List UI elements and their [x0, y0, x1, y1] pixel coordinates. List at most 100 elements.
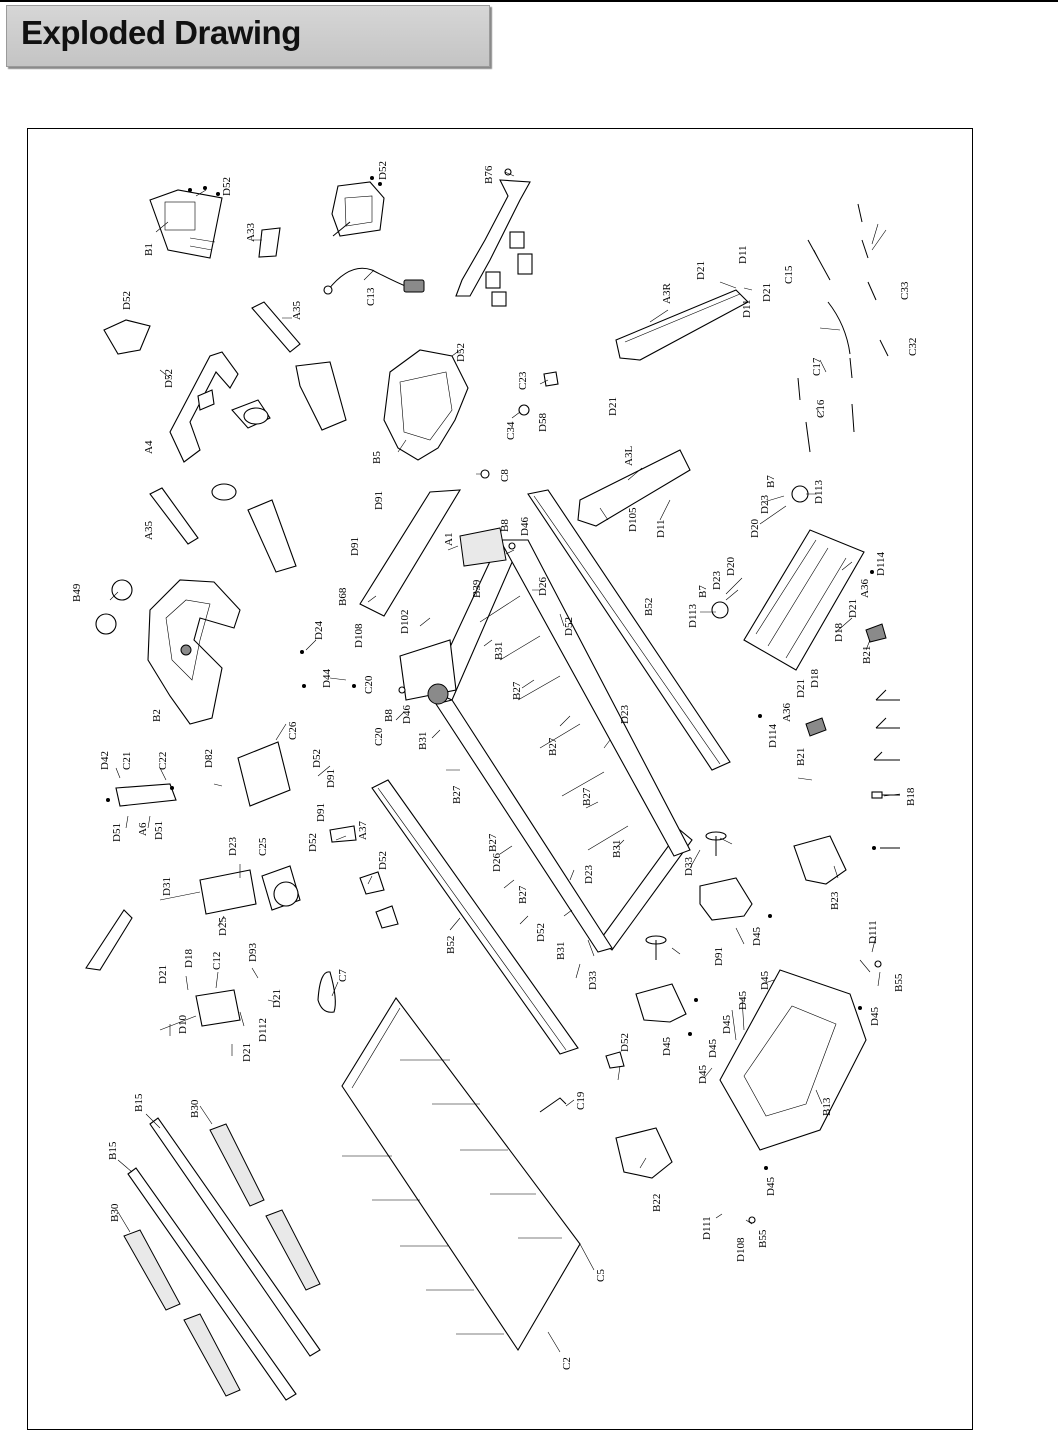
label-d45-5: D45 [721, 1015, 733, 1034]
label-a6: A6 [137, 822, 149, 836]
overlay-a33 [258, 227, 281, 258]
bracket-b21-upper [865, 623, 887, 643]
upright-a4 [169, 351, 271, 463]
label-b5: B5 [371, 451, 383, 464]
label-d52-11: D52 [619, 1033, 631, 1052]
label-b30-2: B30 [109, 1203, 121, 1222]
label-d91-3: D91 [325, 769, 337, 788]
clip-d52-b [375, 905, 399, 929]
label-d45-4: D45 [869, 1007, 881, 1026]
label-d21-4: D21 [847, 599, 859, 618]
label-d111-2: D111 [701, 1216, 713, 1240]
label-c21: C21 [121, 752, 133, 770]
label-b39: B39 [471, 579, 483, 598]
handlebar-b76 [455, 168, 533, 307]
label-a36-1: A36 [859, 579, 871, 598]
label-a33: A33 [245, 223, 257, 242]
bolt-c34 [518, 404, 530, 416]
label-d44: D44 [321, 669, 333, 688]
label-d21-3: D21 [607, 397, 619, 416]
label-b15-1: B15 [133, 1093, 145, 1112]
label-d46-1: D46 [519, 517, 531, 536]
bracket-top [103, 319, 151, 355]
bracket-a37 [329, 825, 357, 843]
deck-c2 [341, 997, 581, 1352]
console-top [331, 176, 385, 237]
label-b52-1: B52 [643, 598, 655, 616]
label-d114-1: D114 [875, 551, 887, 576]
label-d21-5: D21 [795, 679, 807, 698]
console-b1 [149, 186, 223, 259]
motor-cover-b13 [719, 969, 867, 1151]
label-b22: B22 [651, 1194, 663, 1212]
label-d52-4: D52 [163, 369, 175, 388]
label-d52-5: D52 [455, 343, 467, 362]
label-c20-1: C20 [363, 675, 375, 694]
label-b8-2: B8 [383, 709, 395, 722]
rollers-b49 [95, 579, 133, 635]
label-b31-2: B31 [417, 732, 429, 750]
cover-b23 [793, 835, 847, 885]
label-d18-3: D18 [183, 949, 195, 968]
page-title: Exploded Drawing [21, 14, 301, 51]
label-d93: D93 [247, 943, 259, 962]
label-a4: A4 [143, 440, 155, 454]
section-title-box: Exploded Drawing [6, 5, 490, 67]
motor-c25 [199, 865, 301, 915]
label-d51-2: D51 [153, 821, 165, 840]
label-d33-1: D33 [683, 857, 695, 876]
label-d52-9: D52 [377, 851, 389, 870]
cover-lower [247, 499, 297, 573]
top-rule [0, 0, 1058, 2]
tube-a35-lower [149, 487, 199, 545]
label-d33-2: D33 [587, 971, 599, 990]
label-c12: C12 [211, 952, 223, 970]
label-b68: B68 [337, 587, 349, 606]
label-d52-6: D52 [563, 617, 575, 636]
label-b76: B76 [483, 165, 495, 184]
label-d113-2: D113 [687, 603, 699, 628]
side-trim-b68 [359, 489, 462, 617]
clip-d52-c [605, 1051, 625, 1069]
label-c5: C5 [595, 1269, 607, 1282]
label-d11-2: D11 [741, 299, 753, 318]
belt-c7 [317, 971, 336, 1013]
part-labels: B1 D52 A33 D52 C13 B76 A35 D52 D52 A4 D5… [71, 161, 919, 1370]
label-d42: D42 [99, 751, 111, 770]
label-b52-2: B52 [445, 936, 457, 954]
label-d91-2: D91 [349, 537, 361, 556]
label-b27-4: B27 [581, 787, 593, 806]
fasteners [300, 542, 882, 1224]
label-d31: D31 [161, 877, 173, 896]
rail-a3r [615, 289, 749, 361]
rear-frame [711, 485, 865, 671]
knob-c23 [543, 371, 559, 387]
cover-c26 [237, 741, 291, 807]
label-b7-1: B7 [765, 475, 777, 488]
label-d113-1: D113 [813, 479, 825, 504]
label-c23: C23 [517, 371, 529, 390]
label-b7-2: B7 [697, 585, 709, 598]
cables-right [797, 203, 889, 453]
label-d52-3: D52 [121, 291, 133, 310]
label-d21-2: D21 [761, 283, 773, 302]
label-c13: C13 [365, 287, 377, 306]
tube-a35-upper [251, 301, 301, 353]
label-d82: D82 [203, 749, 215, 768]
legs-right [871, 689, 900, 849]
bracket-left [85, 909, 133, 971]
rail-b52-right [527, 489, 731, 771]
label-c20-2: C20 [373, 727, 385, 746]
label-a3l: A3L [623, 446, 635, 466]
label-d45-3: D45 [737, 991, 749, 1010]
label-a37: A37 [357, 821, 369, 840]
label-d23-2: D23 [711, 571, 723, 590]
label-a36-2: A36 [781, 703, 793, 722]
label-d26-2: D26 [491, 853, 503, 872]
label-d20-1: D20 [749, 519, 761, 538]
label-d24: D24 [313, 621, 325, 640]
label-c22: C22 [157, 752, 169, 770]
motor-hood-b2 [147, 579, 241, 725]
label-b55-2: B55 [757, 1229, 769, 1248]
